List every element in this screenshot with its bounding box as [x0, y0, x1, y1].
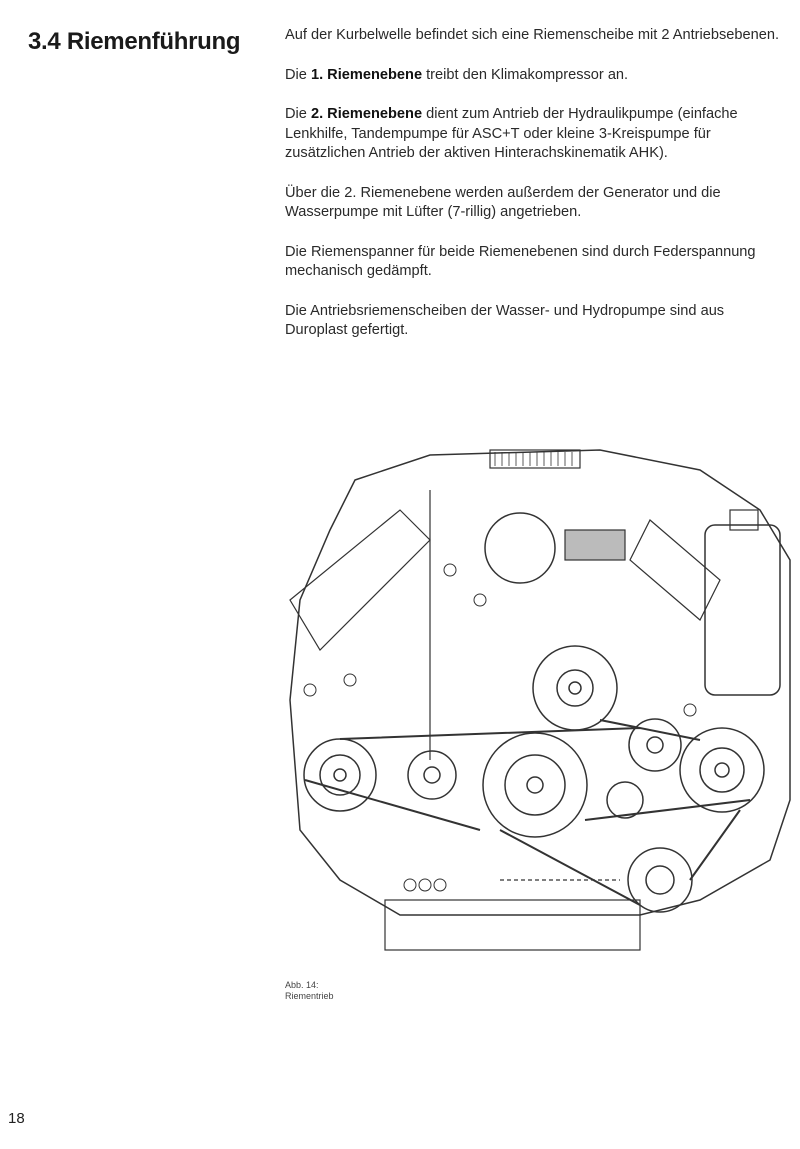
body-text: Auf der Kurbelwelle befindet sich eine R… — [285, 26, 790, 361]
section-heading: 3.4 Riemenführung — [28, 28, 241, 55]
text: dient zum Antrieb der Hydraulikpumpe (ei… — [285, 106, 738, 161]
pulley — [303, 645, 765, 913]
bold-term: 2. Riemenebene — [310, 106, 423, 122]
paragraph: Die 1. Riemenebene treibt den Klimakompr… — [285, 66, 790, 86]
text: treibt den Klimakompressor an. — [422, 66, 629, 83]
paragraph: Auf der Kurbelwelle befindet sich eine R… — [285, 27, 780, 43]
figure-label: Abb. 14: — [285, 980, 319, 990]
paragraph: Über die 2. Riemenebene werden außerdem … — [285, 184, 721, 221]
text: Die — [285, 106, 311, 122]
engine-belt-drive-illustration — [289, 449, 791, 951]
figure-caption: Abb. 14: Riementrieb — [285, 980, 334, 1002]
figure-title: Riementrieb — [285, 991, 334, 1001]
page-number: 18 — [8, 1110, 25, 1127]
text: Die — [285, 66, 311, 83]
bold-term: 1. Riemenebene — [310, 66, 423, 83]
paragraph: Die Riemenspanner für beide Riemenebenen… — [285, 243, 756, 280]
paragraph: Die 2. Riemenebene dient zum Antrieb der… — [285, 105, 790, 164]
paragraph: Die Antriebsriemenscheiben der Wasser- u… — [285, 302, 725, 339]
